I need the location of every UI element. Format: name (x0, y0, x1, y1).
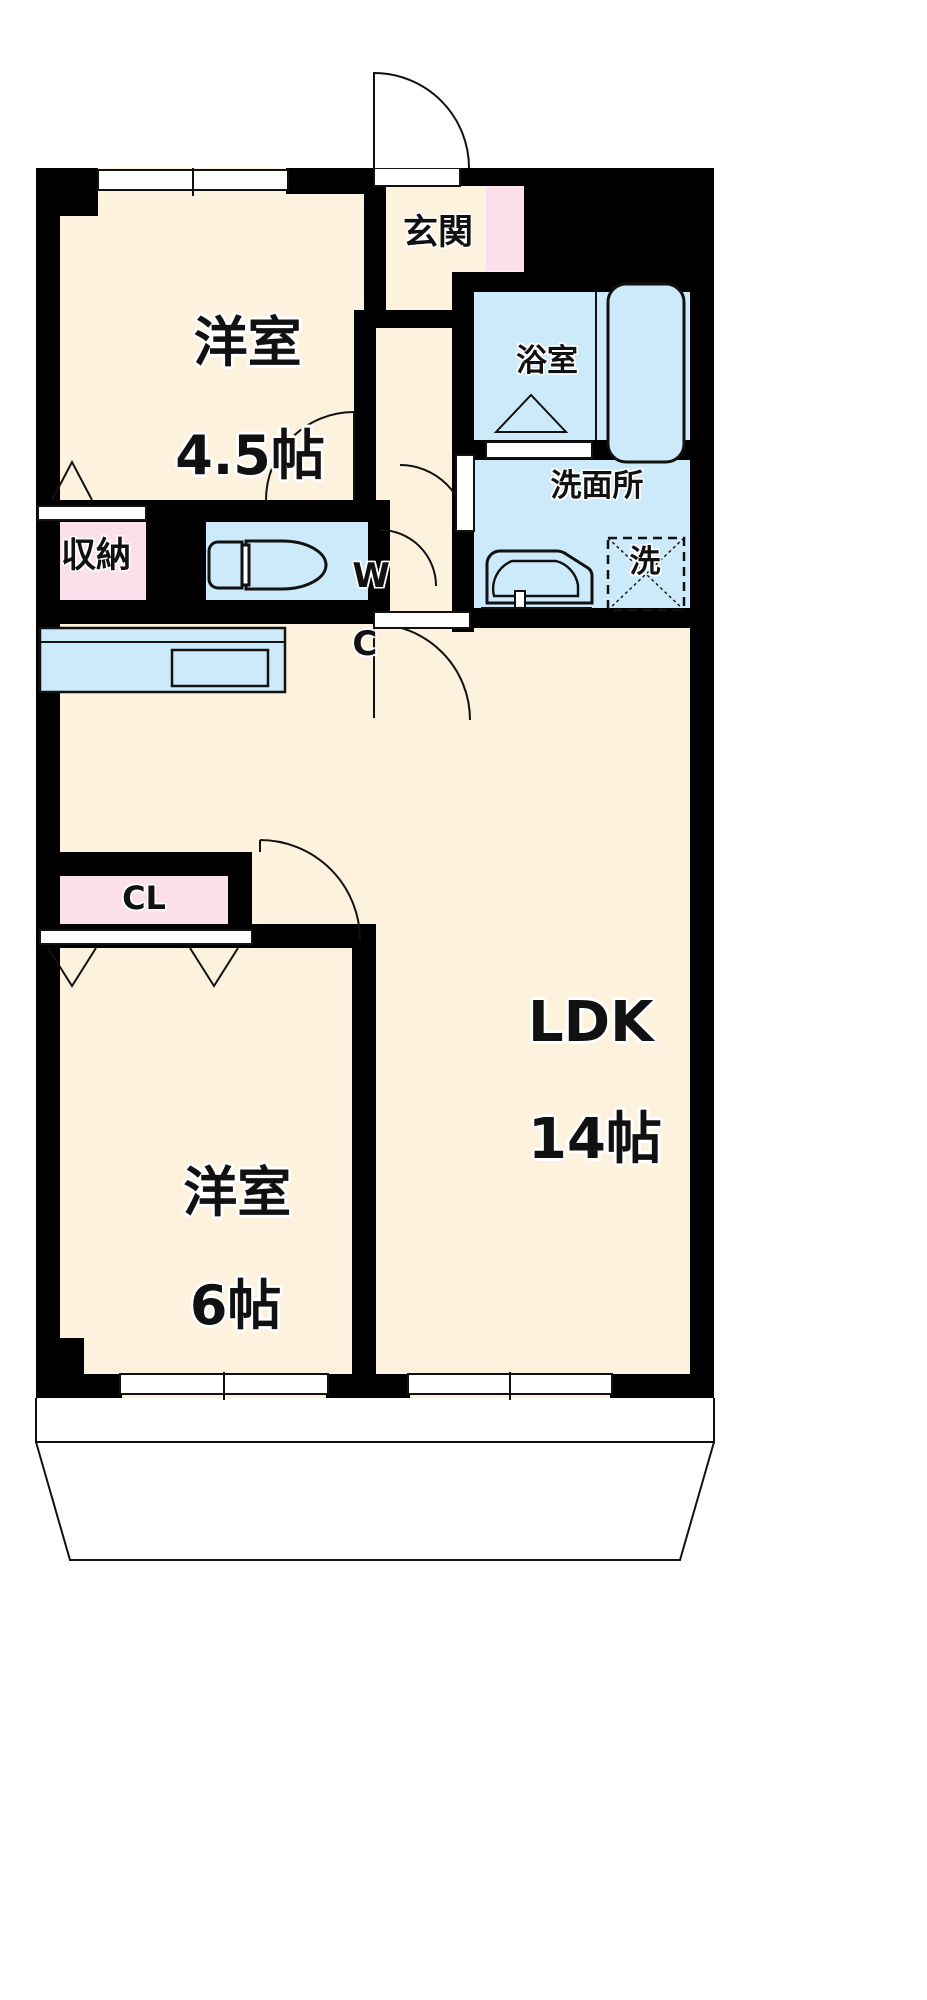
door-corridor-upper-icon (399, 454, 475, 532)
entrance-door-icon (373, 71, 470, 187)
door-bedroom45-icon (265, 411, 355, 501)
kitchen-sink-icon (170, 648, 270, 688)
windows (97, 168, 613, 1400)
washing-machine-space-icon (606, 536, 686, 612)
kitchen-counter-icon (38, 626, 287, 694)
door-bedroom6-icon (259, 839, 361, 941)
toilet-bowl-icon (207, 539, 328, 591)
balcony-icon (35, 1398, 715, 1561)
vanity-sink-icon (481, 549, 594, 609)
bathroom-door-icon (485, 441, 593, 459)
bathtub-icon (595, 282, 686, 464)
bathroom-drain-icon (493, 393, 569, 433)
door-ldk-icon (373, 611, 471, 721)
walls (36, 168, 714, 1398)
door-washroom-icon (379, 529, 437, 587)
closet-door-marks (37, 459, 253, 988)
